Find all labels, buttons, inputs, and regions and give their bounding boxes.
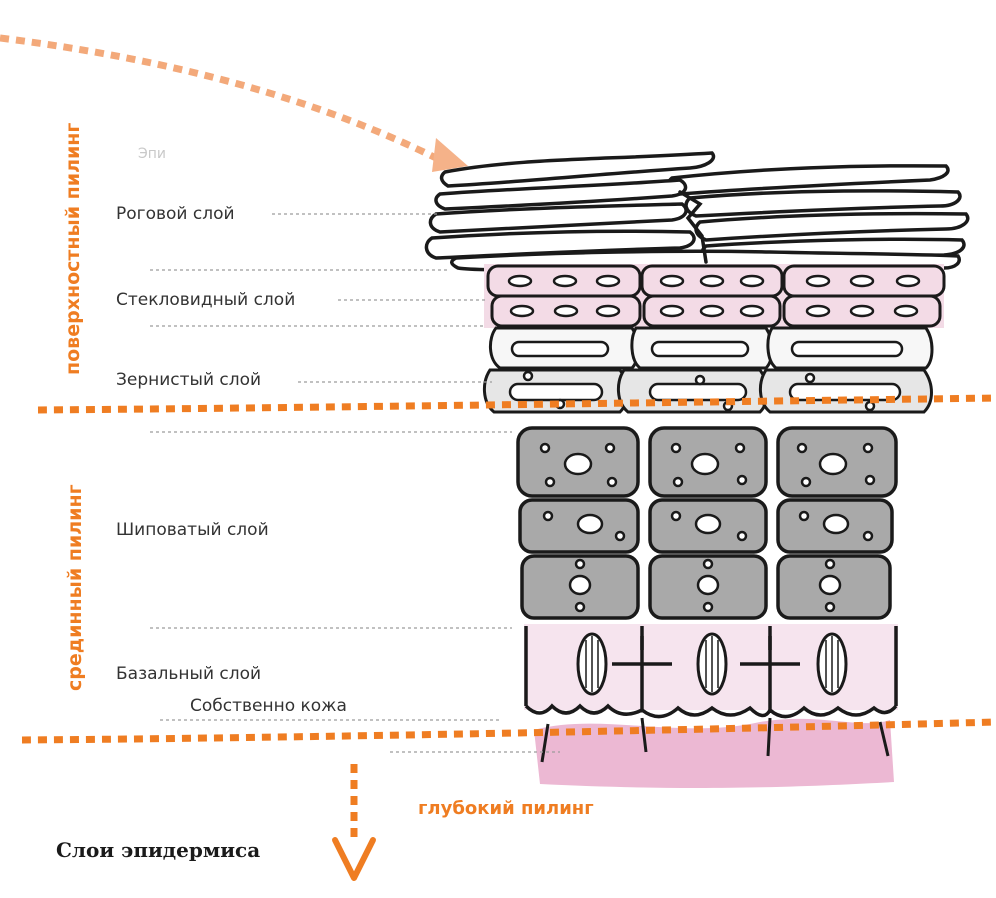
lucid-layer xyxy=(484,264,946,328)
medium-peeling-label: срединный пилинг xyxy=(64,484,86,692)
dermis xyxy=(524,703,898,788)
basal-layer xyxy=(524,624,898,710)
horny-layer-cells xyxy=(424,151,970,272)
faded-epidermis-label: Эпи xyxy=(138,146,167,162)
diagram-caption: Слои эпидермиса xyxy=(56,838,261,862)
deep-peeling-label: глубокий пилинг xyxy=(418,798,594,819)
medium-boundary-line xyxy=(21,718,996,744)
horny-layer-label: Роговой слой xyxy=(116,204,235,224)
leader-lines xyxy=(150,213,560,753)
lucid-layer-label: Стекловидный слой xyxy=(116,290,296,310)
deep-arrow-head xyxy=(332,837,376,881)
peeling-boundaries xyxy=(21,394,996,840)
granular-layer-label: Зернистый слой xyxy=(116,370,262,390)
curved-arrow-path xyxy=(0,34,442,164)
granular-layer xyxy=(483,326,934,414)
dermis-label: Собственно кожа xyxy=(190,696,347,716)
surface-peeling-label: поверхностный пилинг xyxy=(62,122,84,375)
spiny-layer-label: Шиповатый слой xyxy=(116,520,269,540)
curved-arrow-head xyxy=(432,138,468,172)
surface-boundary-line xyxy=(37,394,996,414)
spiny-layer xyxy=(516,426,898,620)
basal-layer-label: Базальный слой xyxy=(116,664,262,684)
